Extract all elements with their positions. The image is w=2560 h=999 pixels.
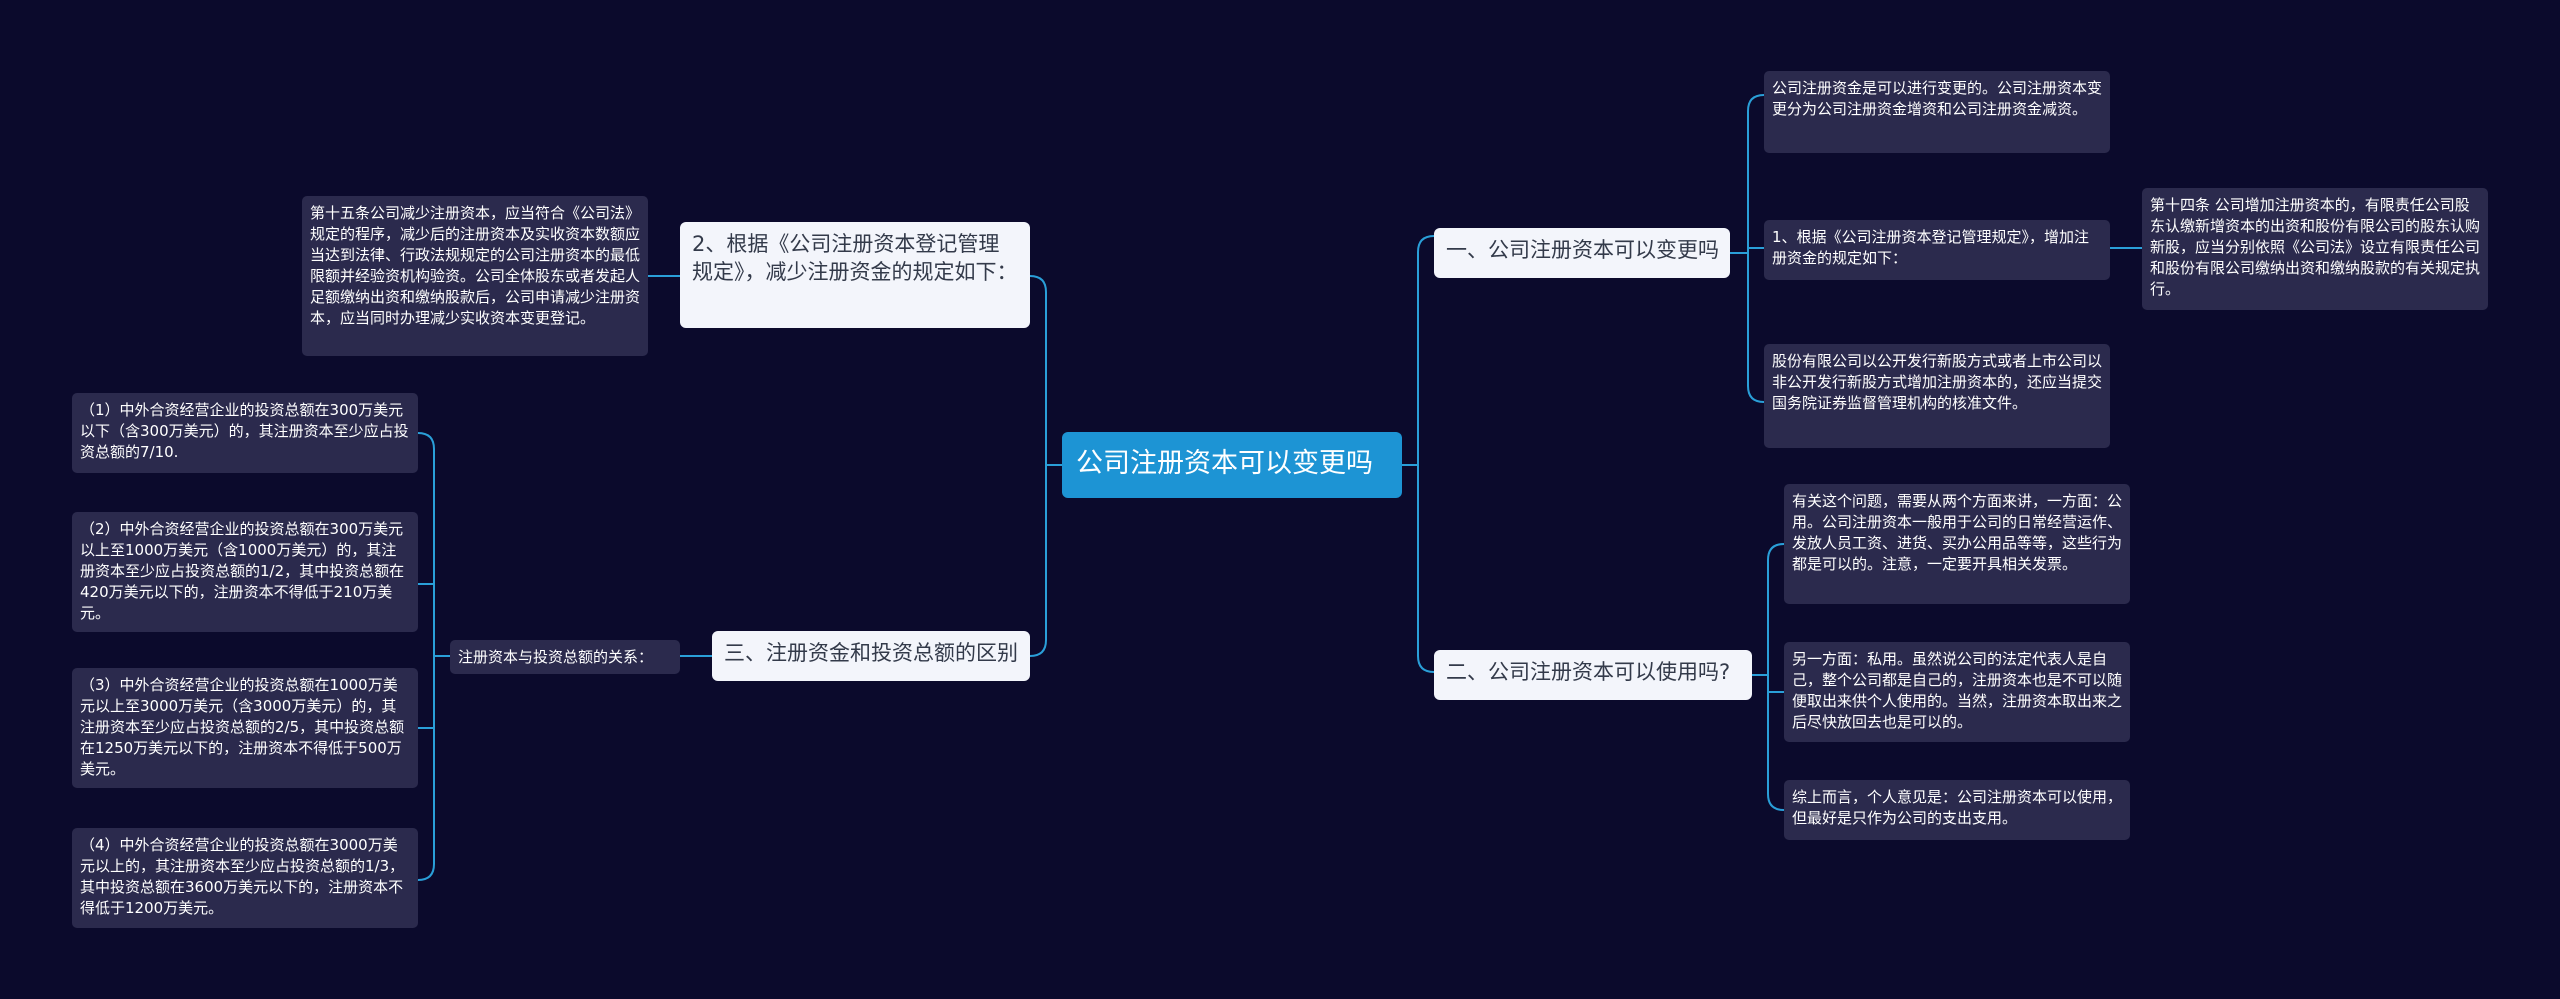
right-change-leaf-2-detail[interactable]: 第十四条 公司增加注册资本的，有限责任公司股东认缴新增资本的出资和股份有限公司的…: [2142, 188, 2488, 310]
right-topic-usage[interactable]: 二、公司注册资本可以使用吗?: [1434, 650, 1752, 700]
right-topic-usage-label: 二、公司注册资本可以使用吗?: [1446, 660, 1731, 684]
right-change-leaf-1[interactable]: 公司注册资金是可以进行变更的。公司注册资本变更分为公司注册资金增资和公司注册资金…: [1764, 71, 2110, 153]
right-usage-leaf-2[interactable]: 另一方面：私用。虽然说公司的法定代表人是自己，整个公司都是自己的，注册资本也是不…: [1784, 642, 2130, 742]
left-topic-difference-label: 三、注册资金和投资总额的区别: [724, 641, 1018, 665]
root-topic[interactable]: 公司注册资本可以变更吗: [1062, 432, 1402, 498]
root-topic-label: 公司注册资本可以变更吗: [1076, 448, 1373, 479]
right-change-leaf-1-text: 公司注册资金是可以进行变更的。公司注册资本变更分为公司注册资金增资和公司注册资金…: [1772, 79, 2103, 118]
left-topic-reduce[interactable]: 2、根据《公司注册资本登记管理规定》，减少注册资金的规定如下：: [680, 222, 1030, 328]
link-r2-trunk: [1767, 543, 1785, 811]
link-r1-trunk: [1747, 94, 1765, 403]
left-reduce-leaf-text: 第十五条公司减少注册资本，应当符合《公司法》规定的程序，减少后的注册资本及实收资…: [310, 204, 641, 327]
right-usage-leaf-2-text: 另一方面：私用。虽然说公司的法定代表人是自己，整个公司都是自己的，注册资本也是不…: [1792, 650, 2123, 731]
left-topic-reduce-label: 2、根据《公司注册资本登记管理规定》，减少注册资金的规定如下：: [692, 232, 1018, 284]
right-change-leaf-2-detail-text: 第十四条 公司增加注册资本的，有限责任公司股东认缴新增资本的出资和股份有限公司的…: [2150, 196, 2481, 298]
link-left-trunk: [1029, 275, 1047, 657]
left-difference-leaf-2[interactable]: （2）中外合资经营企业的投资总额在300万美元以上至1000万美元（含1000万…: [72, 512, 418, 632]
link-sub-trunk: [417, 432, 450, 881]
left-difference-sub[interactable]: 注册资本与投资总额的关系：: [450, 640, 680, 674]
right-change-leaf-3-text: 股份有限公司以公开发行新股方式或者上市公司以非公开发行新股方式增加注册资本的，还…: [1772, 352, 2103, 412]
left-difference-leaf-3-text: （3）中外合资经营企业的投资总额在1000万美元以上至3000万美元（含3000…: [80, 676, 405, 778]
right-change-leaf-2-text: 1、根据《公司注册资本登记管理规定》，增加注册资金的规定如下：: [1772, 228, 2090, 267]
right-usage-leaf-3-text: 综上而言，个人意见是：公司注册资本可以使用，但最好是只作为公司的支出支用。: [1792, 788, 2123, 827]
left-difference-leaf-1-text: （1）中外合资经营企业的投资总额在300万美元以下（含300万美元）的，其注册资…: [80, 401, 409, 461]
left-reduce-leaf[interactable]: 第十五条公司减少注册资本，应当符合《公司法》规定的程序，减少后的注册资本及实收资…: [302, 196, 648, 356]
right-change-leaf-2[interactable]: 1、根据《公司注册资本登记管理规定》，增加注册资金的规定如下：: [1764, 220, 2110, 280]
right-topic-change[interactable]: 一、公司注册资本可以变更吗: [1434, 228, 1730, 278]
link-right-trunk: [1417, 235, 1435, 673]
left-difference-leaf-2-text: （2）中外合资经营企业的投资总额在300万美元以上至1000万美元（含1000万…: [80, 520, 405, 622]
right-usage-leaf-1-text: 有关这个问题，需要从两个方面来讲，一方面：公用。公司注册资本一般用于公司的日常经…: [1792, 492, 2123, 573]
left-difference-sub-text: 注册资本与投资总额的关系：: [458, 648, 654, 666]
right-change-leaf-3[interactable]: 股份有限公司以公开发行新股方式或者上市公司以非公开发行新股方式增加注册资本的，还…: [1764, 344, 2110, 448]
left-difference-leaf-4[interactable]: （4）中外合资经营企业的投资总额在3000万美元以上的，其注册资本至少应占投资总…: [72, 828, 418, 928]
right-topic-change-label: 一、公司注册资本可以变更吗: [1446, 238, 1719, 262]
left-difference-leaf-3[interactable]: （3）中外合资经营企业的投资总额在1000万美元以上至3000万美元（含3000…: [72, 668, 418, 788]
left-difference-leaf-1[interactable]: （1）中外合资经营企业的投资总额在300万美元以下（含300万美元）的，其注册资…: [72, 393, 418, 473]
left-difference-leaf-4-text: （4）中外合资经营企业的投资总额在3000万美元以上的，其注册资本至少应占投资总…: [80, 836, 405, 917]
left-topic-difference[interactable]: 三、注册资金和投资总额的区别: [712, 631, 1030, 681]
right-usage-leaf-1[interactable]: 有关这个问题，需要从两个方面来讲，一方面：公用。公司注册资本一般用于公司的日常经…: [1784, 484, 2130, 604]
right-usage-leaf-3[interactable]: 综上而言，个人意见是：公司注册资本可以使用，但最好是只作为公司的支出支用。: [1784, 780, 2130, 840]
